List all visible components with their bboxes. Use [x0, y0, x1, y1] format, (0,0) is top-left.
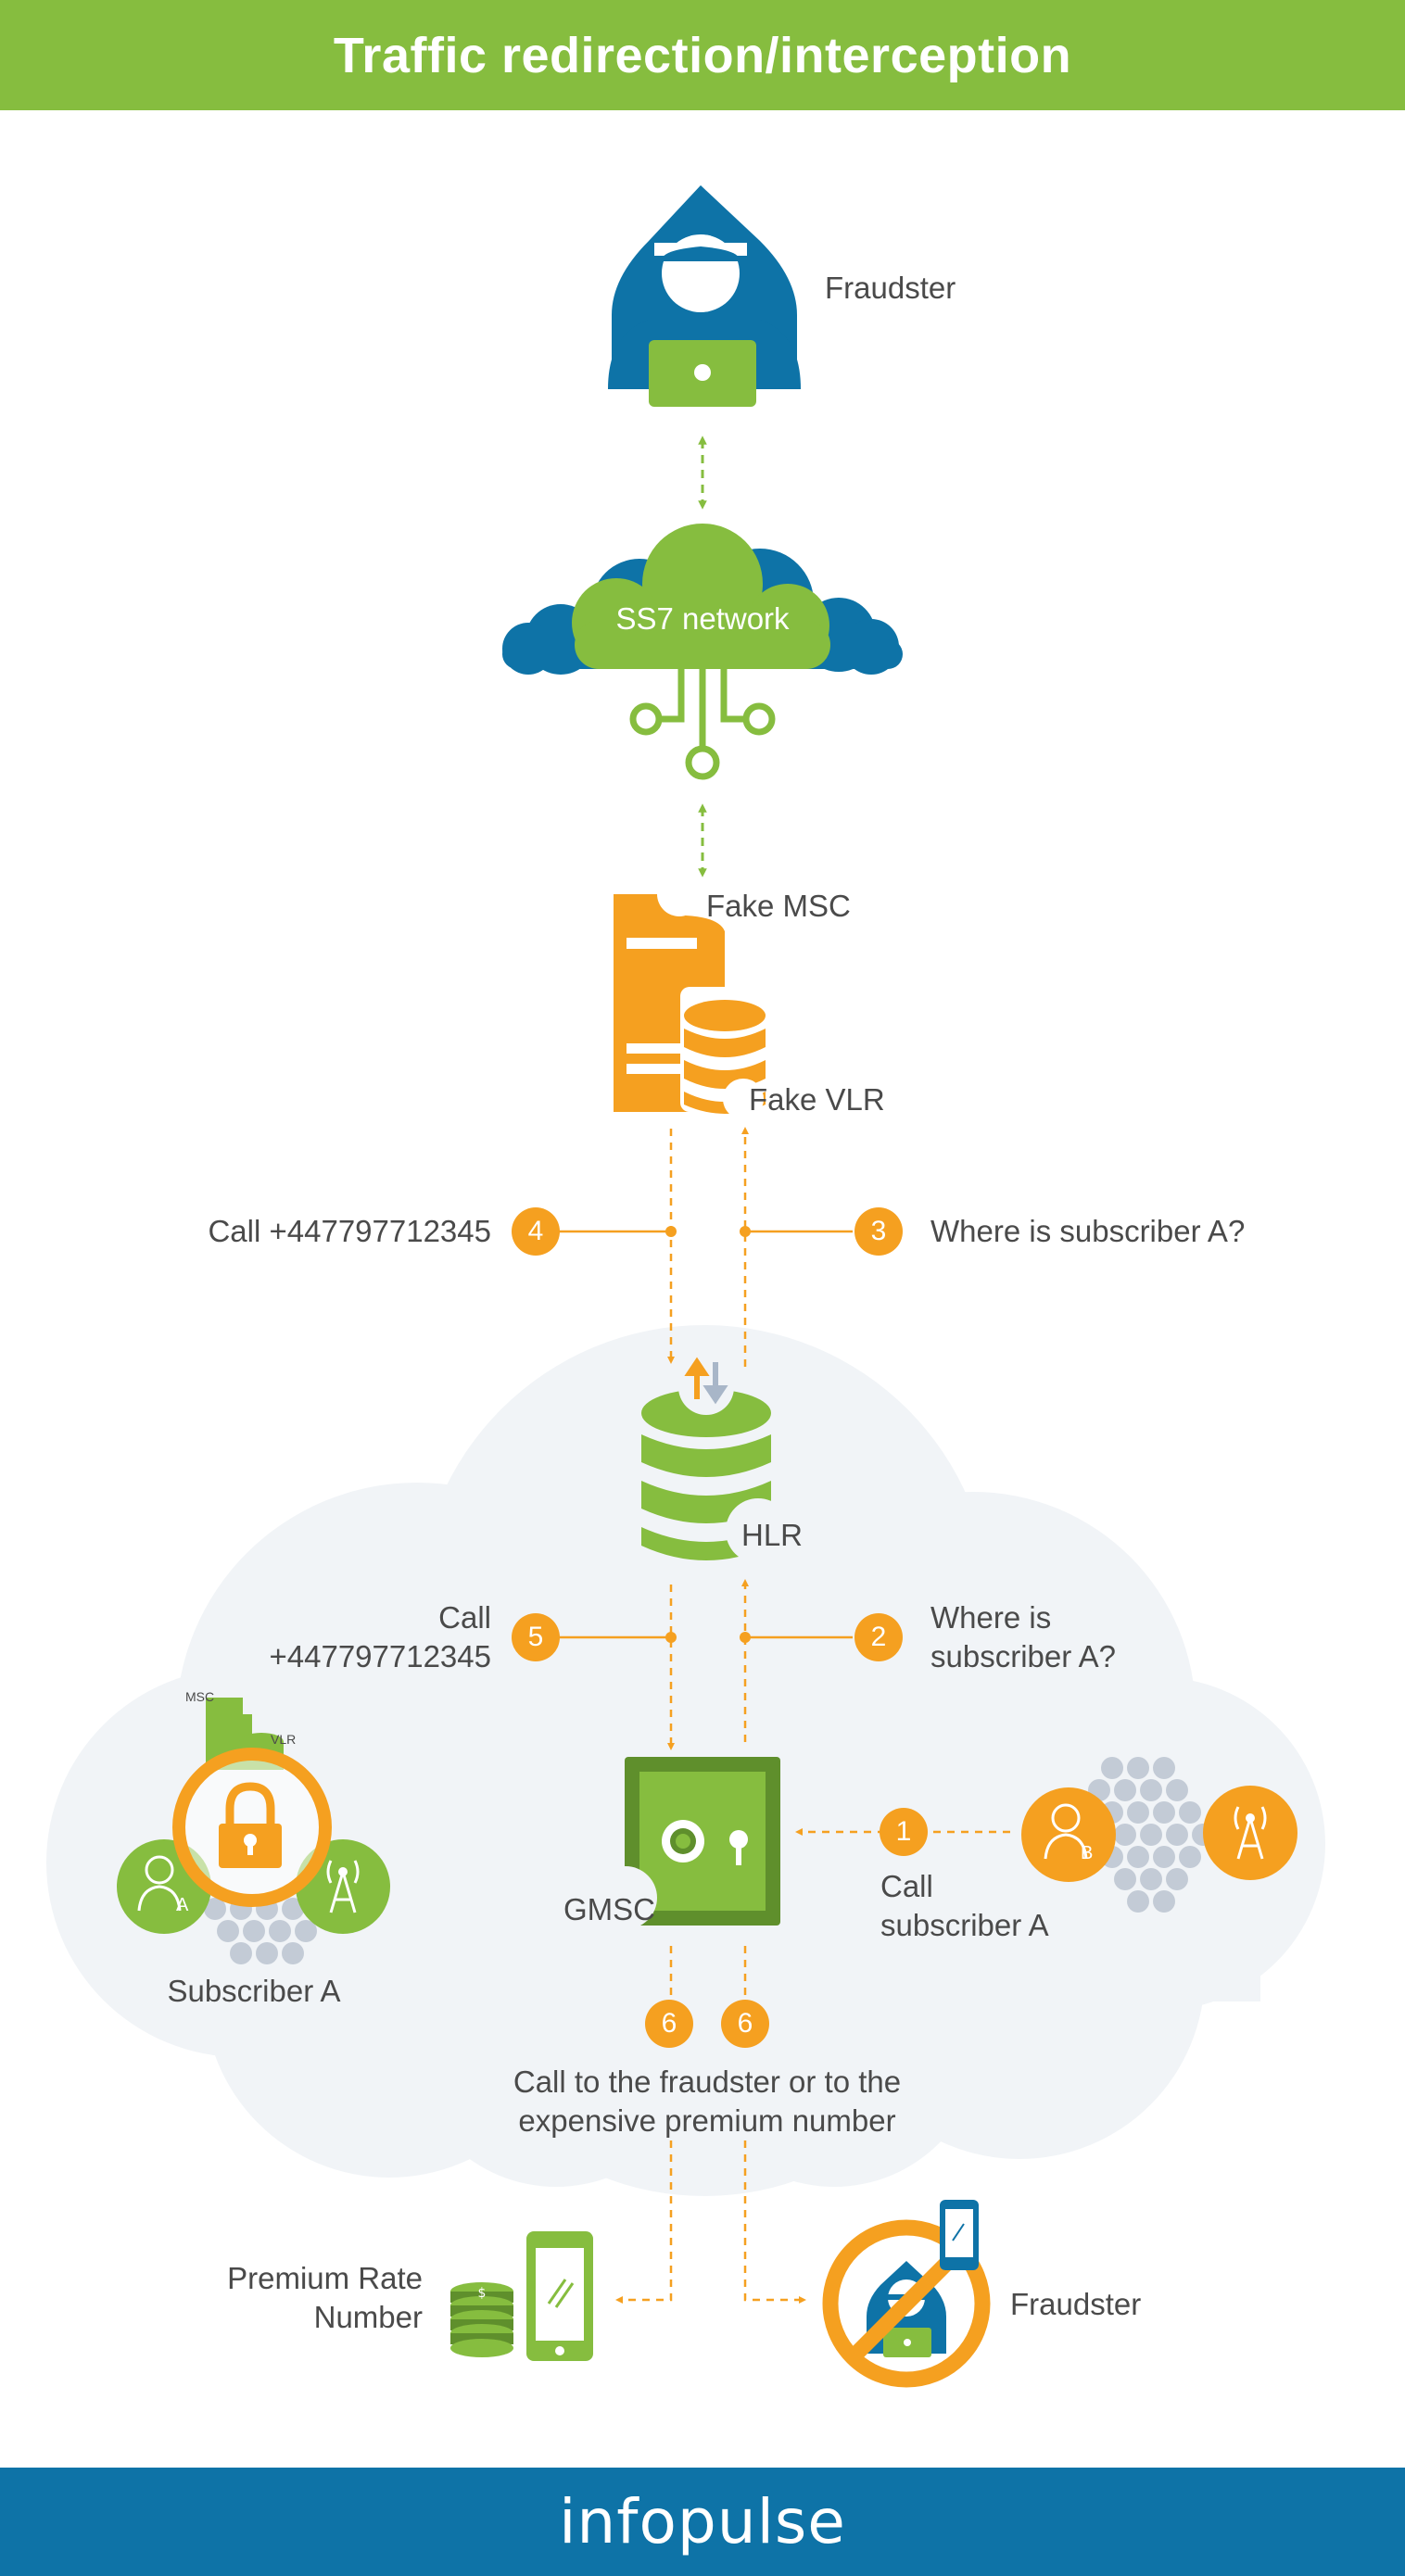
fake-msc-label: Fake MSC — [706, 889, 851, 923]
database-icon — [680, 987, 780, 1119]
title-banner: Traffic redirection/interception — [0, 0, 1405, 110]
ss7-cloud-icon — [502, 524, 903, 780]
step-5-label-line2: +447797712345 — [269, 1639, 491, 1673]
phone-icon — [526, 2231, 593, 2361]
step-2-label-line1: Where is — [930, 1600, 1052, 1635]
step-2-number: 2 — [870, 1622, 887, 1652]
step-2-label-line2: subscriber A? — [930, 1639, 1116, 1673]
ss7-network-label: SS7 network — [615, 601, 790, 636]
subscriber-b-group — [1021, 1757, 1297, 1913]
fake-vlr-label: Fake VLR — [749, 1082, 885, 1117]
step-6-label-line2: expensive premium number — [518, 2103, 896, 2138]
subscriber-a-label: Subscriber A — [167, 1974, 341, 2008]
step-6a-badge — [645, 2000, 693, 2048]
hlr-database-icon — [641, 1357, 791, 1563]
step-2-badge — [854, 1613, 903, 1661]
person-b-letter: B — [1081, 1843, 1094, 1863]
lock-icon — [219, 1782, 282, 1868]
step-6-label-line1: Call to the fraudster or to the — [513, 2065, 902, 2099]
fraudster-bottom-label: Fraudster — [1010, 2287, 1142, 2321]
tower-b-icon — [1203, 1786, 1297, 1880]
step-5-badge — [512, 1613, 560, 1661]
step-4-number: 4 — [527, 1216, 544, 1246]
step-4-badge — [512, 1207, 560, 1256]
operator-network-cloud — [46, 1325, 1325, 2196]
step-1-label-line2: subscriber A — [880, 1908, 1049, 1942]
premium-rate-label-line1: Premium Rate — [227, 2261, 423, 2295]
subscriber-a-group — [117, 1698, 390, 1964]
step-6b-badge — [721, 2000, 769, 2048]
step-1-number: 1 — [895, 1816, 912, 1847]
brand-logo: infopulse — [559, 2486, 846, 2557]
safe-icon — [594, 1757, 780, 1929]
step-1-label-line1: Call — [880, 1869, 933, 1903]
blocked-fraudster-icon — [822, 2200, 991, 2388]
person-a-letter: A — [176, 1895, 189, 1915]
fraudster-top-label: Fraudster — [825, 271, 956, 305]
step-5-label-line1: Call — [438, 1600, 491, 1635]
step-4-label: Call +447797712345 — [208, 1214, 491, 1248]
page-title: Traffic redirection/interception — [333, 27, 1072, 83]
coin-stack-icon: $ — [450, 2282, 513, 2357]
small-msc-label: MSC — [185, 1689, 215, 1704]
svg-text:$: $ — [478, 2286, 487, 2301]
hacker-icon — [608, 185, 801, 407]
premium-rate-label-line2: Number — [313, 2300, 423, 2334]
step-3-label: Where is subscriber A? — [930, 1214, 1246, 1248]
step-3-number: 3 — [870, 1216, 887, 1246]
step-3-badge — [854, 1207, 903, 1256]
step-1-badge — [880, 1808, 928, 1856]
footer-banner: infopulse — [0, 2468, 1405, 2576]
step-6a-number: 6 — [661, 2008, 677, 2039]
hlr-label: HLR — [741, 1518, 804, 1552]
small-vlr-label: VLR — [271, 1732, 297, 1747]
step-5-number: 5 — [527, 1622, 544, 1652]
gmsc-label: GMSC — [563, 1892, 655, 1926]
step-6b-number: 6 — [737, 2008, 753, 2039]
